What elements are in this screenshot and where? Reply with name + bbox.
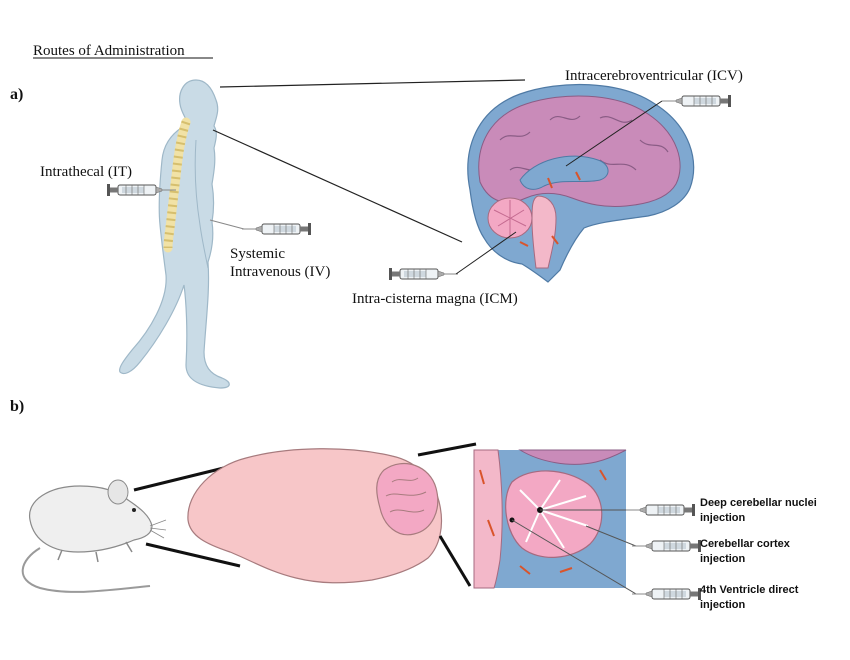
cortex-label-line1: Cerebellar cortex: [700, 538, 791, 550]
human-brain-sagittal: [467, 83, 695, 283]
mouse-body: [29, 485, 153, 553]
route-icv-label: Intracerebroventricular (ICV): [565, 68, 743, 84]
connector-top: [219, 79, 526, 88]
cortex-label-line2: injection: [700, 553, 746, 565]
mouse-brain: [187, 448, 443, 584]
route-iv-label-line1: Systemic: [230, 246, 285, 262]
human-body-silhouette: [119, 79, 230, 389]
dcn-label-line2: injection: [700, 512, 746, 524]
syringe-icm-icon: [388, 267, 459, 281]
zoom-cerebellum-folia: [519, 479, 589, 549]
syringe-cortex-icon: [631, 539, 702, 553]
mouse-cerebellum-folia: [385, 477, 427, 513]
mouse-legs: [57, 541, 133, 563]
route-icm-label: Intra-cisterna magna (ICM): [352, 291, 518, 307]
ventricle-injection-line: [511, 519, 637, 595]
route-it-label: Intrathecal (IT): [40, 164, 132, 180]
ventricle-label-line1: 4th Ventricle direct: [700, 584, 799, 596]
mouse-cerebellum: [376, 462, 439, 536]
syringe-icv-icon: [661, 94, 732, 108]
syringe-ventricle-icon: [631, 587, 702, 601]
icv-needle-line: [565, 100, 663, 167]
mouse-illustration: [21, 479, 167, 593]
panel-a-label: a): [10, 86, 23, 103]
ventricle: [519, 155, 609, 190]
human-figure: [119, 79, 230, 389]
human-arm: [194, 139, 209, 269]
dcn-label-line1: Deep cerebellar nuclei: [700, 497, 817, 509]
zoom-brainstem: [473, 449, 503, 589]
zoom-connector-bottom: [438, 535, 472, 587]
cerebellum-folia: [493, 200, 527, 236]
mouse-tail: [21, 547, 151, 593]
connector-bottom: [212, 129, 463, 243]
zoom-connector-top: [417, 442, 477, 457]
brainstem: [531, 195, 557, 269]
cortex-injection-line: [585, 525, 637, 547]
zoom-upper-tissue: [518, 449, 627, 465]
mouse-connector-bottom: [145, 542, 241, 568]
panel-b-label: b): [10, 398, 24, 415]
ventricle-label-line2: injection: [700, 599, 746, 611]
syringe-iv-icon: [241, 222, 312, 236]
spine: [163, 117, 191, 253]
mouse-whiskers: [149, 519, 167, 539]
figure-title: Routes of Administration: [33, 43, 185, 59]
icm-needle-line: [455, 231, 517, 275]
iv-needle-line: [209, 219, 245, 230]
route-iv-label-line2: Intravenous (IV): [230, 264, 330, 280]
mouse-eye: [132, 508, 136, 512]
zoomed-cerebellum-panel: [473, 449, 627, 589]
brain-vessels: [519, 171, 581, 247]
zoom-vessels: [479, 469, 607, 575]
brain-gyri-lines: [499, 115, 669, 172]
syringe-dcn-icon: [625, 503, 696, 517]
mouse-ear: [107, 479, 129, 505]
